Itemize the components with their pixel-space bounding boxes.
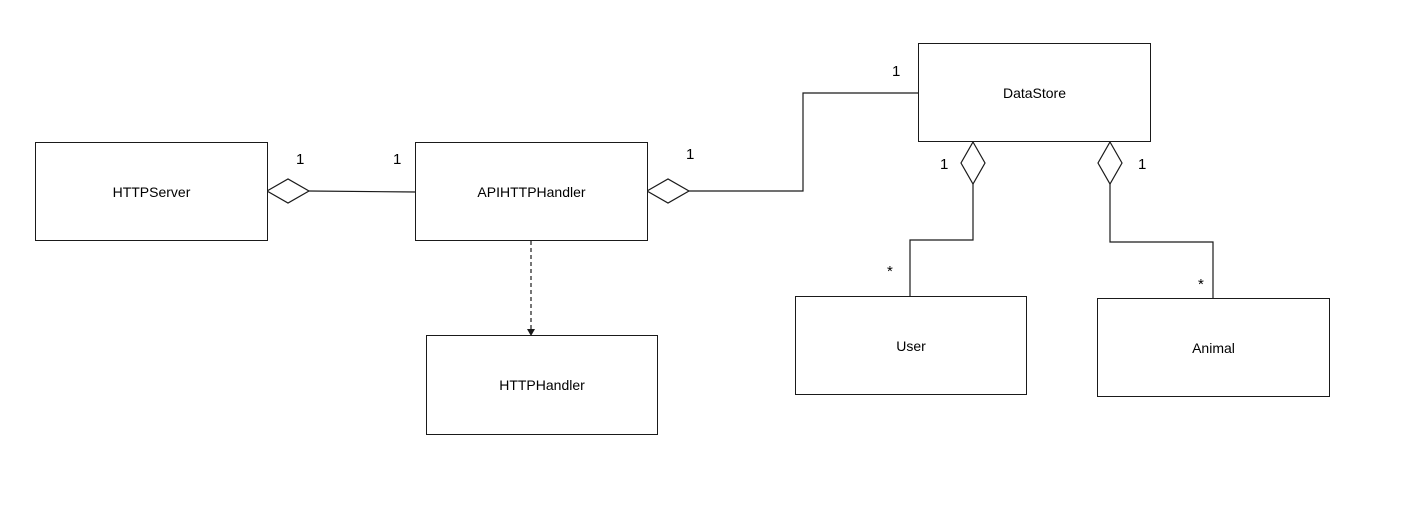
class-name: HTTPHandler bbox=[499, 377, 585, 393]
class-name: Animal bbox=[1192, 339, 1235, 356]
class-apihttphandler[interactable]: APIHTTPHandler bbox=[415, 142, 648, 241]
class-name: DataStore bbox=[1002, 84, 1067, 101]
class-httphandler[interactable]: HTTPHandler bbox=[426, 335, 658, 435]
class-user[interactable]: User bbox=[795, 296, 1027, 395]
association-httpserver-api bbox=[308, 190, 417, 193]
aggregation-diamond-httpserver bbox=[265, 178, 311, 204]
association-api-datastore bbox=[689, 92, 919, 192]
multiplicity-api-left: 1 bbox=[393, 151, 402, 168]
class-name: User bbox=[896, 337, 926, 354]
multiplicity-httpserver: 1 bbox=[296, 151, 305, 168]
aggregation-diamond-datastore-animal bbox=[1097, 140, 1123, 186]
multiplicity-user-many: * bbox=[887, 263, 893, 280]
multiplicity-datastore-animal: 1 bbox=[1138, 156, 1147, 173]
multiplicity-datastore-left: 1 bbox=[892, 63, 901, 80]
class-animal[interactable]: Animal bbox=[1097, 298, 1330, 397]
multiplicity-datastore-user: 1 bbox=[940, 156, 949, 173]
dependency-arrowhead bbox=[527, 329, 535, 336]
class-datastore[interactable]: DataStore bbox=[918, 43, 1151, 142]
association-datastore-user bbox=[909, 184, 974, 297]
association-datastore-animal bbox=[1109, 184, 1214, 299]
class-name: HTTPServer bbox=[112, 183, 191, 200]
class-httpserver[interactable]: HTTPServer bbox=[35, 142, 268, 241]
class-name: APIHTTPHandler bbox=[477, 183, 586, 200]
aggregation-diamond-api bbox=[645, 178, 691, 204]
aggregation-diamond-datastore-user bbox=[960, 140, 986, 186]
multiplicity-animal-many: * bbox=[1198, 276, 1204, 293]
multiplicity-api-right: 1 bbox=[686, 146, 695, 163]
